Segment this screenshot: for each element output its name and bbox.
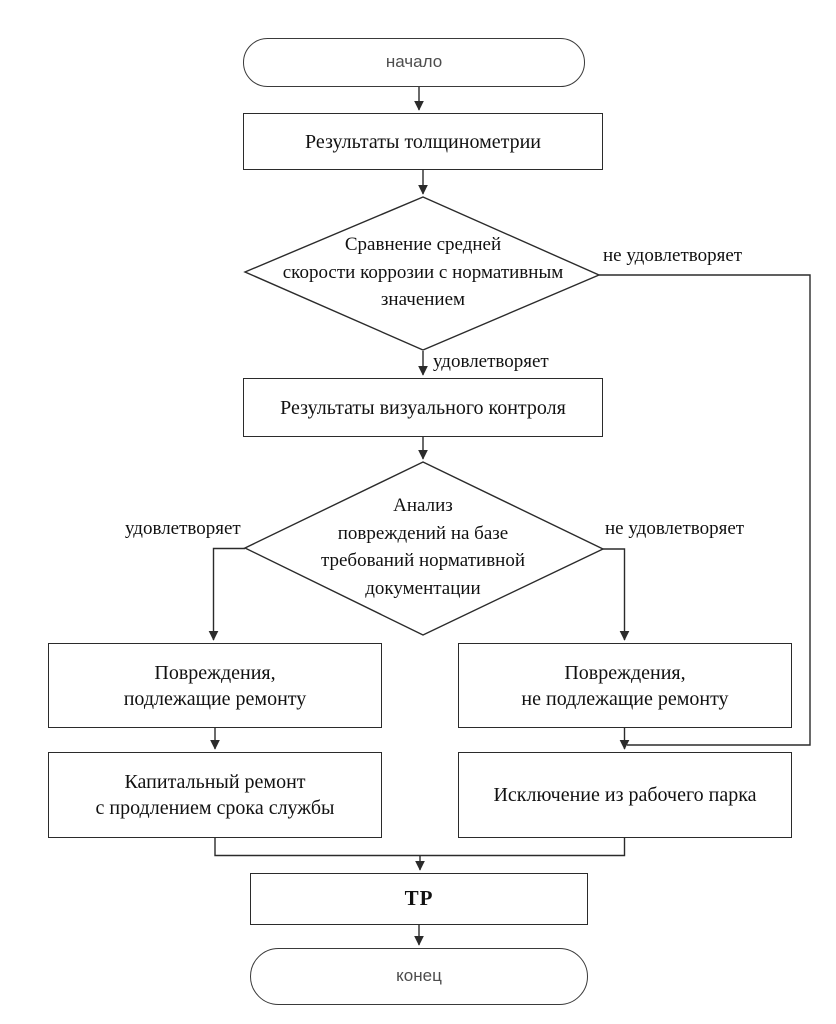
decision2-label: Анализ повреждений на базе требований но…: [283, 492, 563, 602]
decision1-diamond: [243, 196, 601, 351]
decision1-no-label: не удовлетворяет: [603, 245, 743, 266]
flow-node-tr: ТР: [250, 873, 588, 925]
end-label: конец: [396, 966, 442, 986]
decision2-yes-label: удовлетворяет: [125, 518, 241, 539]
flow-node-overhaul: Капитальный ремонт с продлением срока сл…: [48, 752, 382, 838]
flow-node-visual-results: Результаты визуального контроля: [243, 378, 603, 437]
exclusion-label: Исключение из рабочего парка: [493, 784, 757, 806]
flow-node-end: конец: [250, 948, 588, 1005]
edge-decision2-no: [603, 548, 630, 641]
damage-repairable-label: Повреждения, подлежащие ремонту: [124, 660, 307, 712]
flow-node-start: начало: [243, 38, 585, 87]
visual-results-label: Результаты визуального контроля: [280, 396, 566, 419]
decision1-label: Сравнение средней скорости коррозии с но…: [273, 231, 573, 314]
decision2-line: требований нормативной: [320, 550, 526, 572]
flow-node-exclusion: Исключение из рабочего парка: [458, 752, 792, 838]
node-label-line: Повреждения,: [564, 661, 686, 684]
edge-decision1-no-bypass: [599, 274, 811, 746]
decision1-line: значением: [380, 289, 466, 311]
overhaul-label: Капитальный ремонт с продлением срока сл…: [96, 769, 335, 821]
decision2-no-label: не удовлетворяет: [605, 518, 745, 539]
flow-node-damage-repairable: Повреждения, подлежащие ремонту: [48, 643, 382, 728]
decision1-yes-label: удовлетворяет: [433, 351, 549, 372]
edge-decision2-yes: [208, 547, 245, 641]
decision2-line: повреждений на базе: [337, 522, 509, 544]
node-label-line: не подлежащие ремонту: [521, 687, 729, 710]
thickness-results-label: Результаты толщинометрии: [305, 130, 541, 153]
edge-bottom-merge: [214, 838, 626, 857]
start-label: начало: [385, 52, 443, 72]
decision2-diamond: [243, 461, 605, 636]
node-label-line: подлежащие ремонту: [123, 687, 307, 710]
node-label-line: Капитальный ремонт: [124, 771, 306, 793]
flow-node-damage-nonrepairable: Повреждения, не подлежащие ремонту: [458, 643, 792, 728]
decision1-line: скорости коррозии с нормативным: [282, 261, 564, 283]
node-label-line: Повреждения,: [154, 661, 276, 684]
node-label-line: с продлением срока службы: [95, 797, 335, 819]
damage-nonrepairable-label: Повреждения, не подлежащие ремонту: [521, 660, 728, 712]
decision2-line: Анализ: [393, 495, 453, 516]
flow-node-thickness-results: Результаты толщинометрии: [243, 113, 603, 170]
decision2-line: документации: [365, 577, 481, 599]
decision1-line: Сравнение средней: [344, 234, 502, 255]
tr-label: ТР: [404, 886, 434, 911]
